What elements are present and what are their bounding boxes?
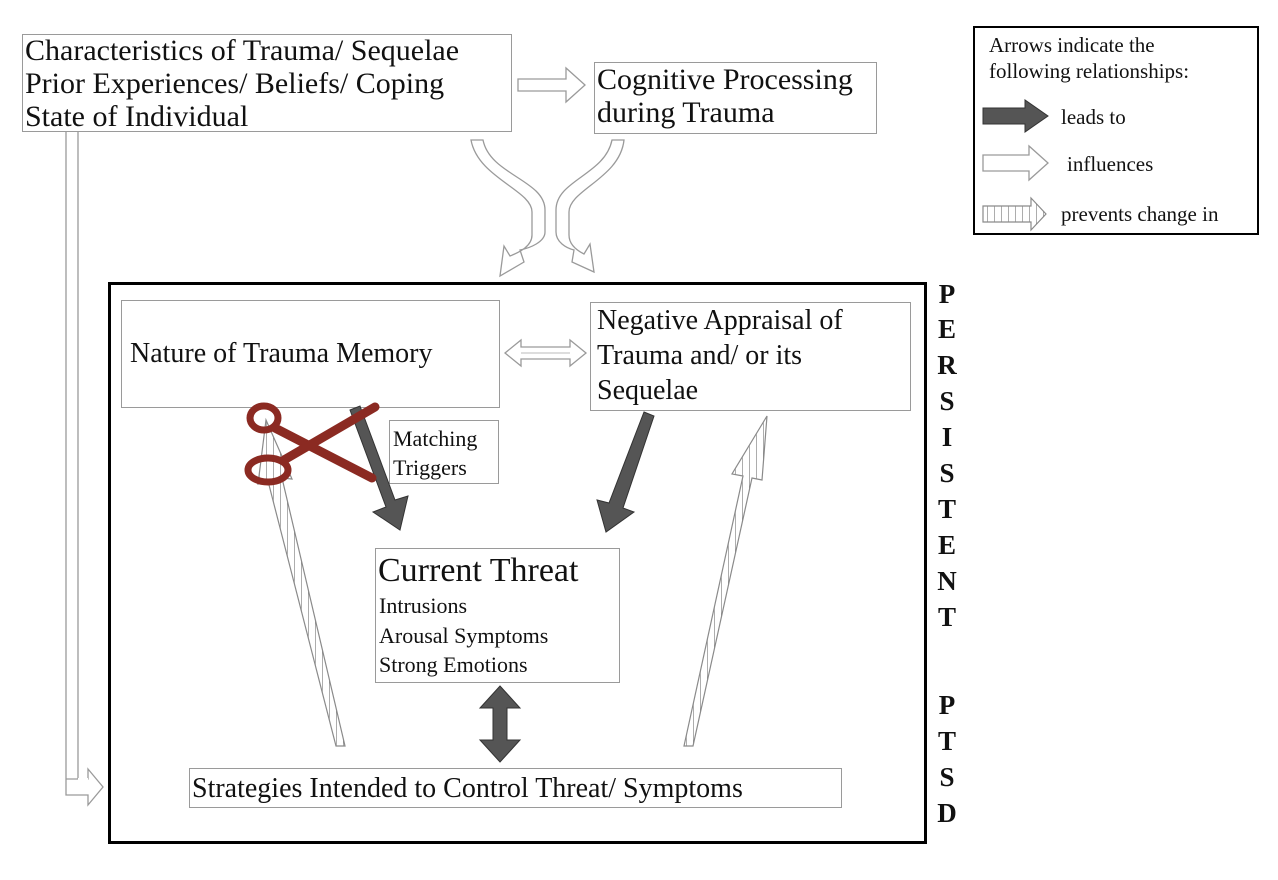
characteristics-line-3: State of Individual: [25, 100, 249, 133]
cognitive-line-1: Cognitive Processing: [597, 63, 853, 96]
side-letter: T: [937, 494, 956, 524]
side-letter: T: [937, 602, 956, 632]
appraisal-line-3: Sequelae: [597, 375, 699, 406]
legend-leads-to-arrow: [982, 99, 1049, 133]
trauma-memory-box: Nature of Trauma Memory: [121, 300, 500, 408]
characteristics-box: Characteristics of Trauma/ Sequelae Prio…: [22, 34, 512, 132]
side-letter: N: [937, 566, 957, 596]
negative-appraisal-box: Negative Appraisal of Trauma and/ or its…: [590, 302, 911, 411]
matching-triggers-box: Matching Triggers: [389, 420, 499, 484]
side-letter: S: [939, 762, 955, 792]
side-letter: E: [937, 530, 956, 560]
threat-item-emotions: Strong Emotions: [379, 652, 528, 677]
persistent-ptsd-frame: [108, 282, 927, 844]
leads-to-arrow-appraisal-to-threat: [596, 411, 655, 533]
scissors-icon: [244, 402, 380, 486]
cognitive-line-2: during Trauma: [597, 96, 775, 129]
trauma-memory-label: Nature of Trauma Memory: [130, 338, 433, 369]
current-threat-box: Current Threat Intrusions Arousal Sympto…: [375, 548, 620, 683]
side-letter: S: [939, 386, 955, 416]
influence-arrow-curve-left: [470, 139, 546, 278]
characteristics-line-2: Prior Experiences/ Beliefs/ Coping: [25, 67, 445, 100]
threat-item-intrusions: Intrusions: [379, 593, 467, 618]
side-letter: R: [937, 350, 957, 380]
legend-prevents-label: prevents change in: [1061, 202, 1219, 226]
legend-influences-arrow: [982, 144, 1049, 182]
threat-item-arousal: Arousal Symptoms: [379, 623, 549, 648]
legend-influences-label: influences: [1067, 152, 1154, 176]
legend-leads-to-label: leads to: [1061, 105, 1126, 129]
characteristics-line-1: Characteristics of Trauma/ Sequelae: [25, 34, 460, 67]
strategies-label: Strategies Intended to Control Threat/ S…: [192, 773, 743, 804]
influence-arrow-characteristics-to-cognitive: [517, 66, 586, 104]
appraisal-line-2: Trauma and/ or its: [597, 340, 803, 371]
prevents-change-arrow-right: [683, 415, 768, 747]
prevents-change-arrow-left: [257, 417, 346, 747]
side-letter: D: [937, 798, 957, 828]
side-letter: P: [938, 279, 956, 309]
triggers-line-1: Matching: [393, 426, 478, 451]
legend-title-1: Arrows indicate the: [989, 33, 1155, 57]
leads-to-arrow-memory-to-threat: [349, 405, 409, 531]
appraisal-line-1: Negative Appraisal of: [597, 305, 843, 336]
current-threat-title: Current Threat: [378, 552, 579, 589]
side-letter: E: [937, 314, 956, 344]
side-letter: S: [939, 458, 955, 488]
triggers-line-2: Triggers: [393, 455, 467, 480]
leads-to-arrow-threat-strategies: [478, 685, 522, 763]
strategies-box: Strategies Intended to Control Threat/ S…: [189, 768, 842, 808]
influence-arrow-characteristics-to-strategies: [65, 132, 104, 807]
influence-arrow-curve-right: [555, 139, 625, 274]
legend-box: Arrows indicate the following relationsh…: [973, 26, 1259, 235]
legend-prevents-arrow: [982, 196, 1047, 232]
cognitive-processing-box: Cognitive Processing during Trauma: [594, 62, 877, 134]
side-letter: T: [937, 726, 956, 756]
legend-title-2: following relationships:: [989, 59, 1190, 83]
side-letter: I: [941, 422, 953, 452]
side-letter: P: [938, 690, 956, 720]
